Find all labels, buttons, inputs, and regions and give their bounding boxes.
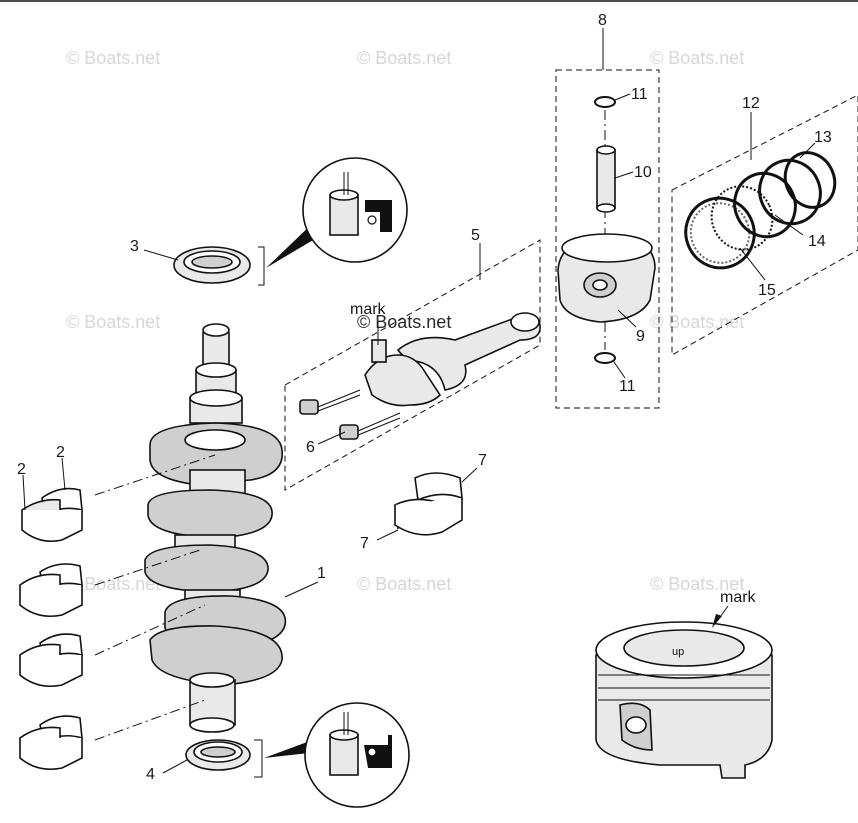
callout-5: 5 [471,227,480,244]
piston-group-box [555,69,660,409]
seal-detail-lower [304,702,410,808]
callout-12: 12 [742,95,760,112]
bearing-shell [19,633,83,688]
piston-crown-text: up [672,646,684,658]
callout-6: 6 [306,439,315,456]
callout-15: 15 [758,282,776,299]
connecting-rod [364,312,541,407]
main-bearings [19,487,83,771]
rod-bolt [339,412,401,440]
rod-mark-label: mark [350,301,387,318]
callout-9: 9 [636,328,645,345]
callout-8: 8 [598,12,607,29]
rod-bearing [394,472,463,536]
piston-mark-label: mark [720,589,757,606]
seal-detail-upper [302,157,408,263]
bearing-shell [21,487,83,543]
watermark: © Boats.net [650,574,744,594]
callout-11: 11 [631,86,648,103]
arrow [712,614,722,628]
center-watermark: © Boats.net [357,312,451,332]
piston-rings [684,151,837,270]
bearing-shell [19,563,83,618]
callout-14: 14 [808,233,826,250]
callout-4: 4 [146,766,155,783]
piston-pin [596,145,616,213]
watermarks: © Boats.net © Boats.net © Boats.net © Bo… [66,48,744,594]
bracket [258,246,265,286]
callout-13: 13 [814,129,832,146]
watermark: © Boats.net [650,48,744,68]
watermark: © Boats.net [66,312,160,332]
callout-1: 1 [317,565,326,582]
watermark: © Boats.net [66,574,160,594]
callout-3: 3 [130,238,139,255]
rod-group-box [284,239,541,491]
oil-seal-upper [173,246,251,284]
oil-seal-lower [185,739,251,771]
circlip [594,352,616,364]
callout-11: 11 [619,378,636,395]
circlip [594,96,616,108]
callout-2: 2 [17,461,26,478]
watermark: © Boats.net [357,48,451,68]
rod-bolt [299,389,361,415]
callout-7: 7 [478,452,487,469]
callouts: 1 2 2 3 4 5 6 7 7 8 9 10 11 11 12 13 14 … [17,12,832,783]
watermark: © Boats.net [357,574,451,594]
bracket [254,739,263,778]
centre-lines [94,454,216,741]
piston-detail: up [595,621,773,779]
leader-lines [22,28,816,774]
watermark: © Boats.net [66,48,160,68]
bearing-shell [19,715,83,771]
callout-2: 2 [56,444,65,461]
callout-7: 7 [360,535,369,552]
piston [557,233,656,323]
crankshaft [144,323,287,733]
callout-10: 10 [634,164,652,181]
ring-group-box [671,94,858,356]
